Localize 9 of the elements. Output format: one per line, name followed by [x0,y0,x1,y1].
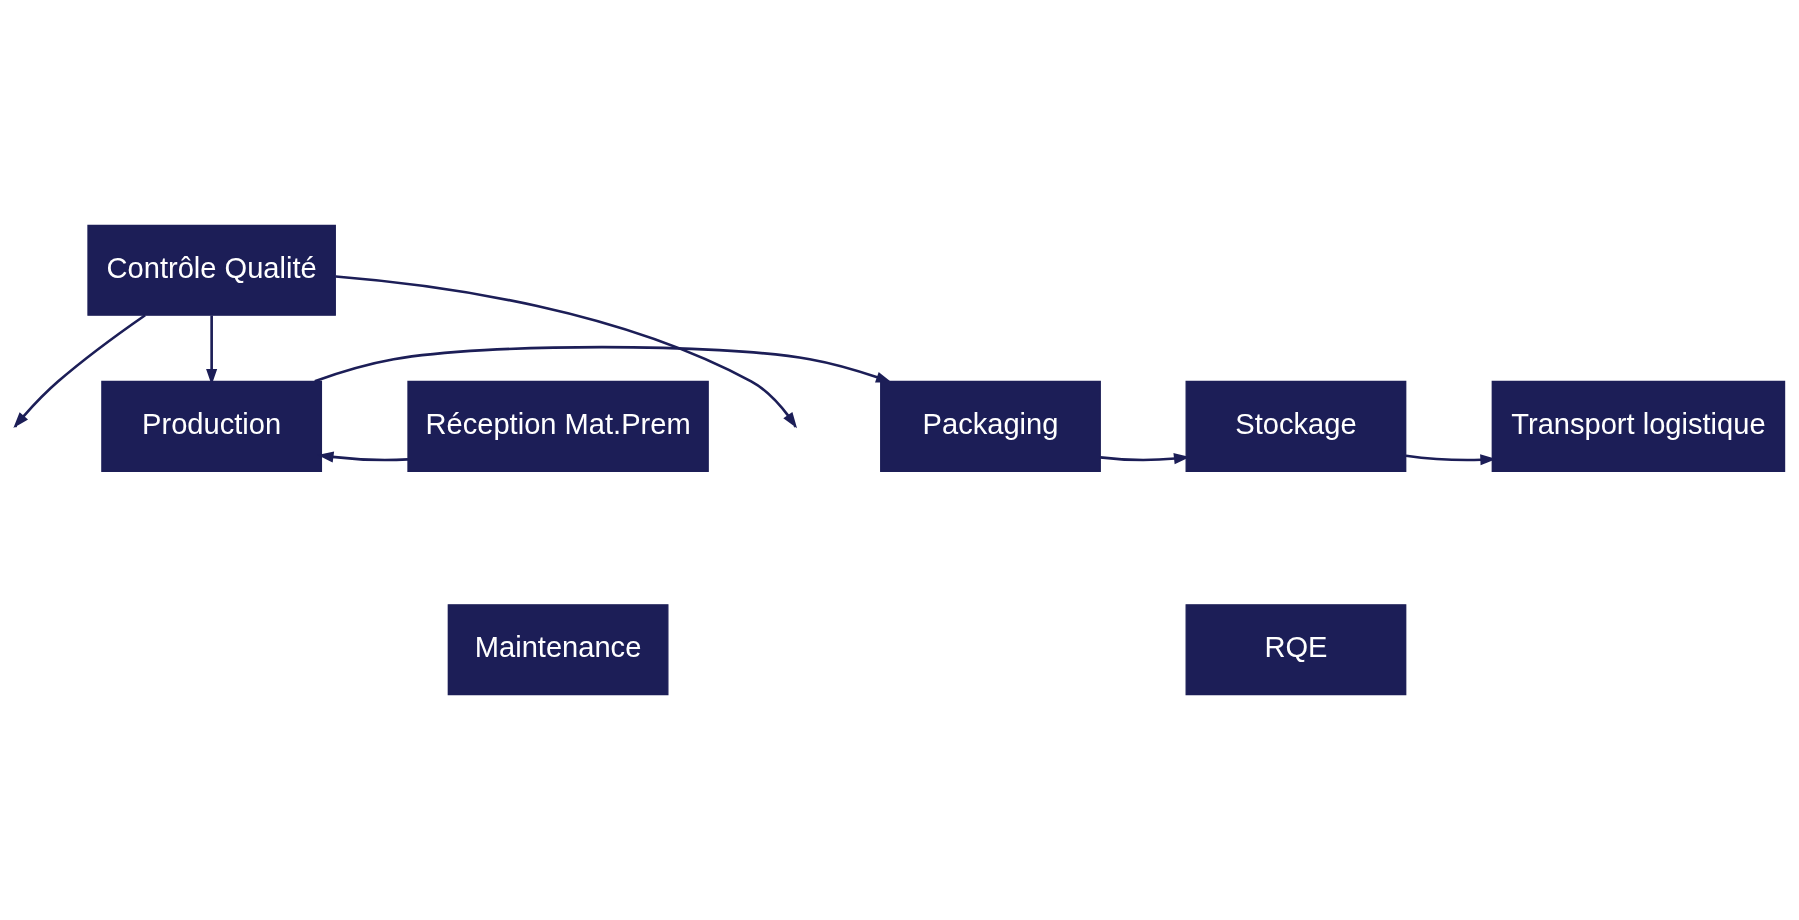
node-box: Production [100,380,322,472]
node-box: Maintenance [447,604,668,696]
node-box: Packaging [879,380,1101,472]
node-box: Réception Mat.Prem [406,380,709,472]
node-box: Transport logistique [1491,380,1785,472]
node-box: Contrôle Qualité [86,224,336,316]
node-box: RQE [1185,604,1406,696]
arrow [313,345,892,383]
node-box: Stockage [1185,380,1406,472]
